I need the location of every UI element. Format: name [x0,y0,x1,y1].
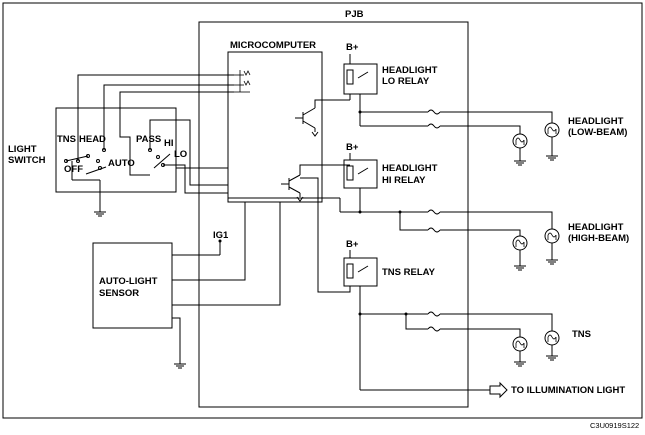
hi-switch-label: HI [164,138,174,149]
switch-contacts [64,148,171,208]
microcomputer-label: MICROCOMPUTER [230,40,316,51]
off-switch-label: OFF [64,164,83,175]
tns-switch-label: TNS [57,134,76,145]
light-switch-box [55,107,177,193]
auto-light-sensor-label-2: SENSOR [99,288,139,299]
hi-relay-label-2: HI RELAY [382,175,426,186]
pjb-label: PJB [345,9,364,20]
tns-relay-label: TNS RELAY [382,267,436,278]
lo-relay-label-2: LO RELAY [382,76,430,87]
micro-input-resistors [234,70,251,93]
illumination-label: TO ILLUMINATION LIGHT [511,385,625,396]
illumination-output [360,381,508,399]
lo-relay-box [343,63,378,95]
auto-light-sensor-label-1: AUTO-LIGHT [99,276,158,287]
light-switch-label-2: SWITCH [8,155,46,166]
headlight-high-label-2: (HIGH-BEAM) [568,233,629,244]
ig1-label: IG1 [213,230,229,241]
auto-light-sensor-box [92,242,173,329]
hi-relay-label-1: HEADLIGHT [382,163,438,174]
tns-circuit [358,311,553,337]
bplus-lo-label: B+ [346,42,359,53]
hi-relay-box [343,159,378,189]
high-beam-circuit [228,197,553,236]
auto-switch-label: AUTO [108,158,135,169]
low-beam-circuit [358,109,553,134]
microcomputer-box [227,51,323,203]
lo-relay-label-1: HEADLIGHT [382,65,438,76]
pass-switch-label: PASS [136,134,161,145]
bplus-tns-label: B+ [346,239,359,250]
headlight-low-label-2: (LOW-BEAM) [568,127,627,138]
bplus-hi-label: B+ [346,142,359,153]
pjb-box [198,21,469,408]
outer-frame [2,2,643,419]
figure-code: C3U0919S122 [590,421,639,430]
hi-transistor [281,174,304,202]
head-switch-label: HEAD [79,134,106,145]
headlight-low-label-1: HEADLIGHT [568,116,624,127]
headlight-high-label-1: HEADLIGHT [568,222,624,233]
light-switch-label-1: LIGHT [8,144,37,155]
tns-lamp-label: TNS [572,329,591,340]
switch-to-micro-wires [77,74,234,194]
tns-relay-box [343,257,378,287]
lo-switch-label: LO [174,149,187,160]
lo-transistor [295,107,319,137]
